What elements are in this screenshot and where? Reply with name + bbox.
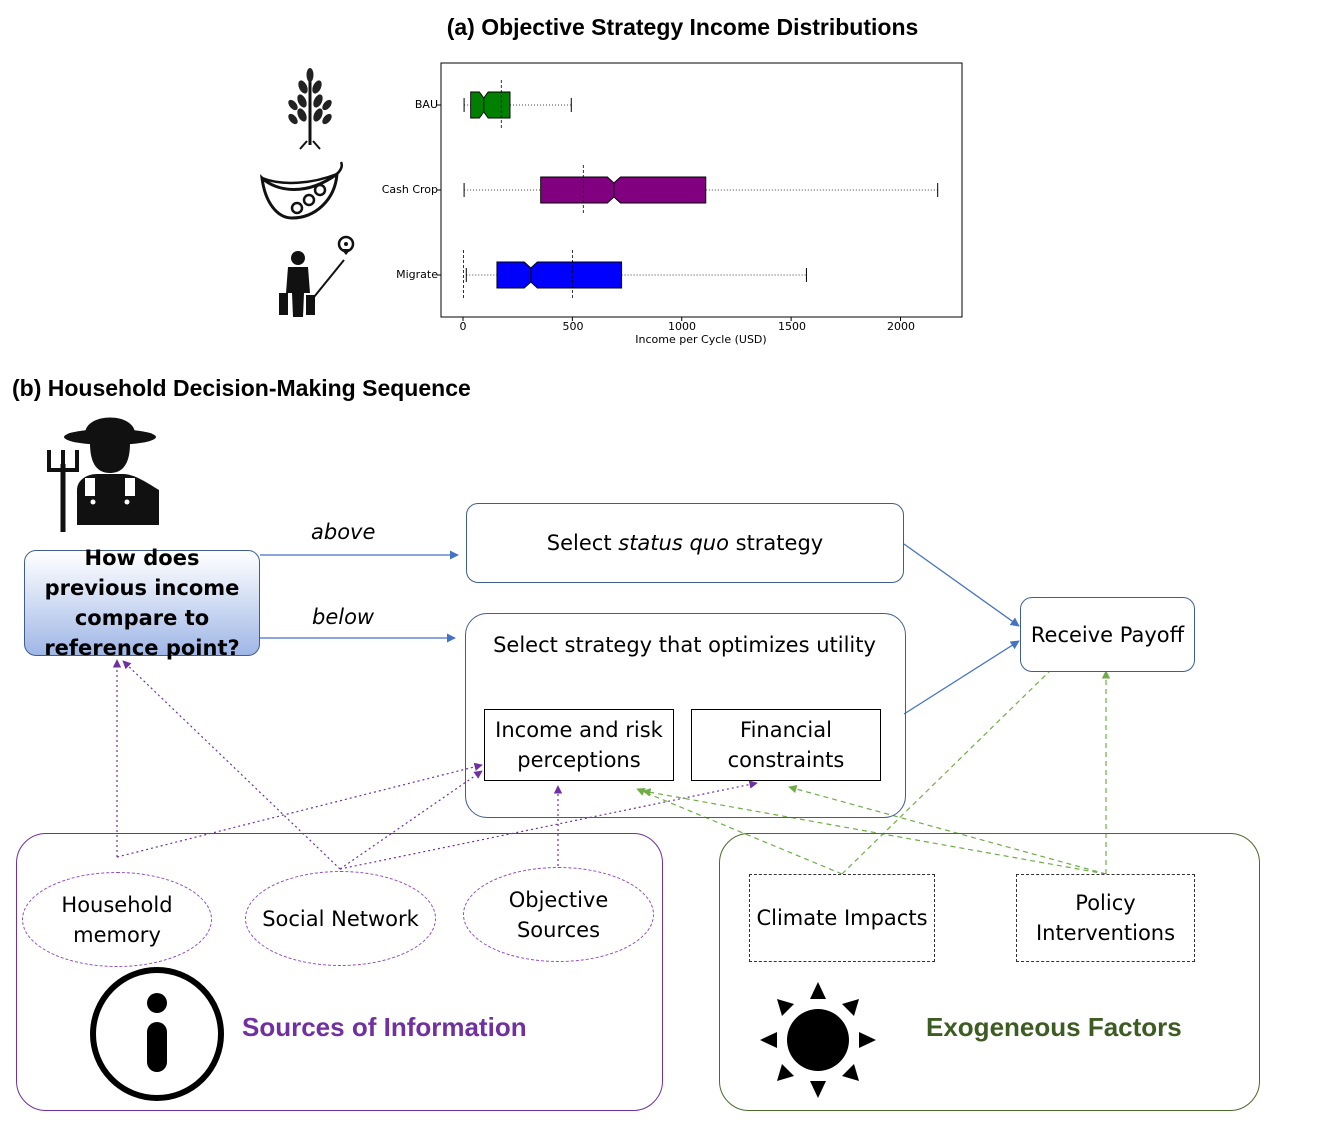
status-quo-box: Select status quo strategy [466, 503, 904, 583]
climate-impacts-node: Climate Impacts [749, 874, 935, 962]
sources-of-information-group [16, 833, 663, 1111]
wheat-icon [288, 68, 332, 150]
arrow-status-quo-to-payoff [903, 543, 1020, 627]
optimize-utility-label: Select strategy that optimizes utility [493, 633, 876, 657]
chart-ylabel-migrate: Migrate [396, 268, 438, 281]
optimize-utility-box [465, 613, 906, 818]
chart-xtick-500: 500 [562, 320, 584, 333]
sources-of-information-title: Sources of Information [242, 1012, 527, 1042]
info-icon [90, 967, 224, 1101]
farmer-icon [47, 417, 159, 532]
boxplot-layer [437, 80, 939, 321]
panel-b-title: (b) Household Decision-Making Sequence [12, 375, 471, 401]
above-label: above [311, 520, 376, 544]
below-label: below [312, 605, 375, 629]
status-quo-emphasis: status quo [618, 531, 729, 555]
income-risk-perceptions-box: Income and risk perceptions [484, 709, 674, 781]
arrow-network-to-financial [339, 780, 758, 870]
financial-constraints-box: Financial constraints [691, 709, 881, 781]
arrow-network-to-question [122, 660, 341, 870]
chart-xtick-1000: 1000 [668, 320, 696, 333]
chart-xtick-0: 0 [459, 320, 467, 333]
sun-icon [760, 982, 876, 1098]
chart-ylabel-bau: BAU [414, 98, 438, 111]
arrow-optimize-to-payoff [903, 640, 1020, 715]
objective-sources-node: Objective Sources [463, 867, 654, 962]
pea-pod-icon [259, 161, 344, 220]
policy-interventions-node: Policy Interventions [1016, 874, 1195, 962]
household-memory-node: Household memory [22, 872, 212, 967]
migrant-with-luggage-icon [279, 235, 355, 317]
arrow-policy-to-income-risk [642, 788, 1107, 875]
social-network-node: Social Network [245, 871, 436, 966]
cash-crop-box [540, 176, 707, 204]
chart-xtick-1500: 1500 [778, 320, 806, 333]
reference-point-question: How does previous income compare to refe… [24, 546, 260, 660]
chart-ylabel-cash-crop: Cash Crop [381, 183, 438, 196]
status-quo-suffix: strategy [728, 531, 824, 555]
migrate-box [496, 261, 623, 289]
bau-box [470, 91, 511, 119]
panel-a-title: (a) Objective Strategy Income Distributi… [446, 14, 919, 40]
arrow-policy-to-financial [788, 784, 1107, 875]
exogeneous-factors-group [719, 833, 1260, 1111]
arrow-network-to-income-risk [339, 770, 483, 870]
status-quo-prefix: Select [546, 531, 619, 555]
exogeneous-factors-title: Exogeneous Factors [926, 1012, 1182, 1042]
receive-payoff-box: Receive Payoff [1020, 597, 1195, 672]
arrow-climate-to-income-risk [636, 788, 843, 875]
chart-xaxis-label: Income per Cycle (USD) [635, 333, 767, 346]
chart-xtick-2000: 2000 [887, 320, 915, 333]
